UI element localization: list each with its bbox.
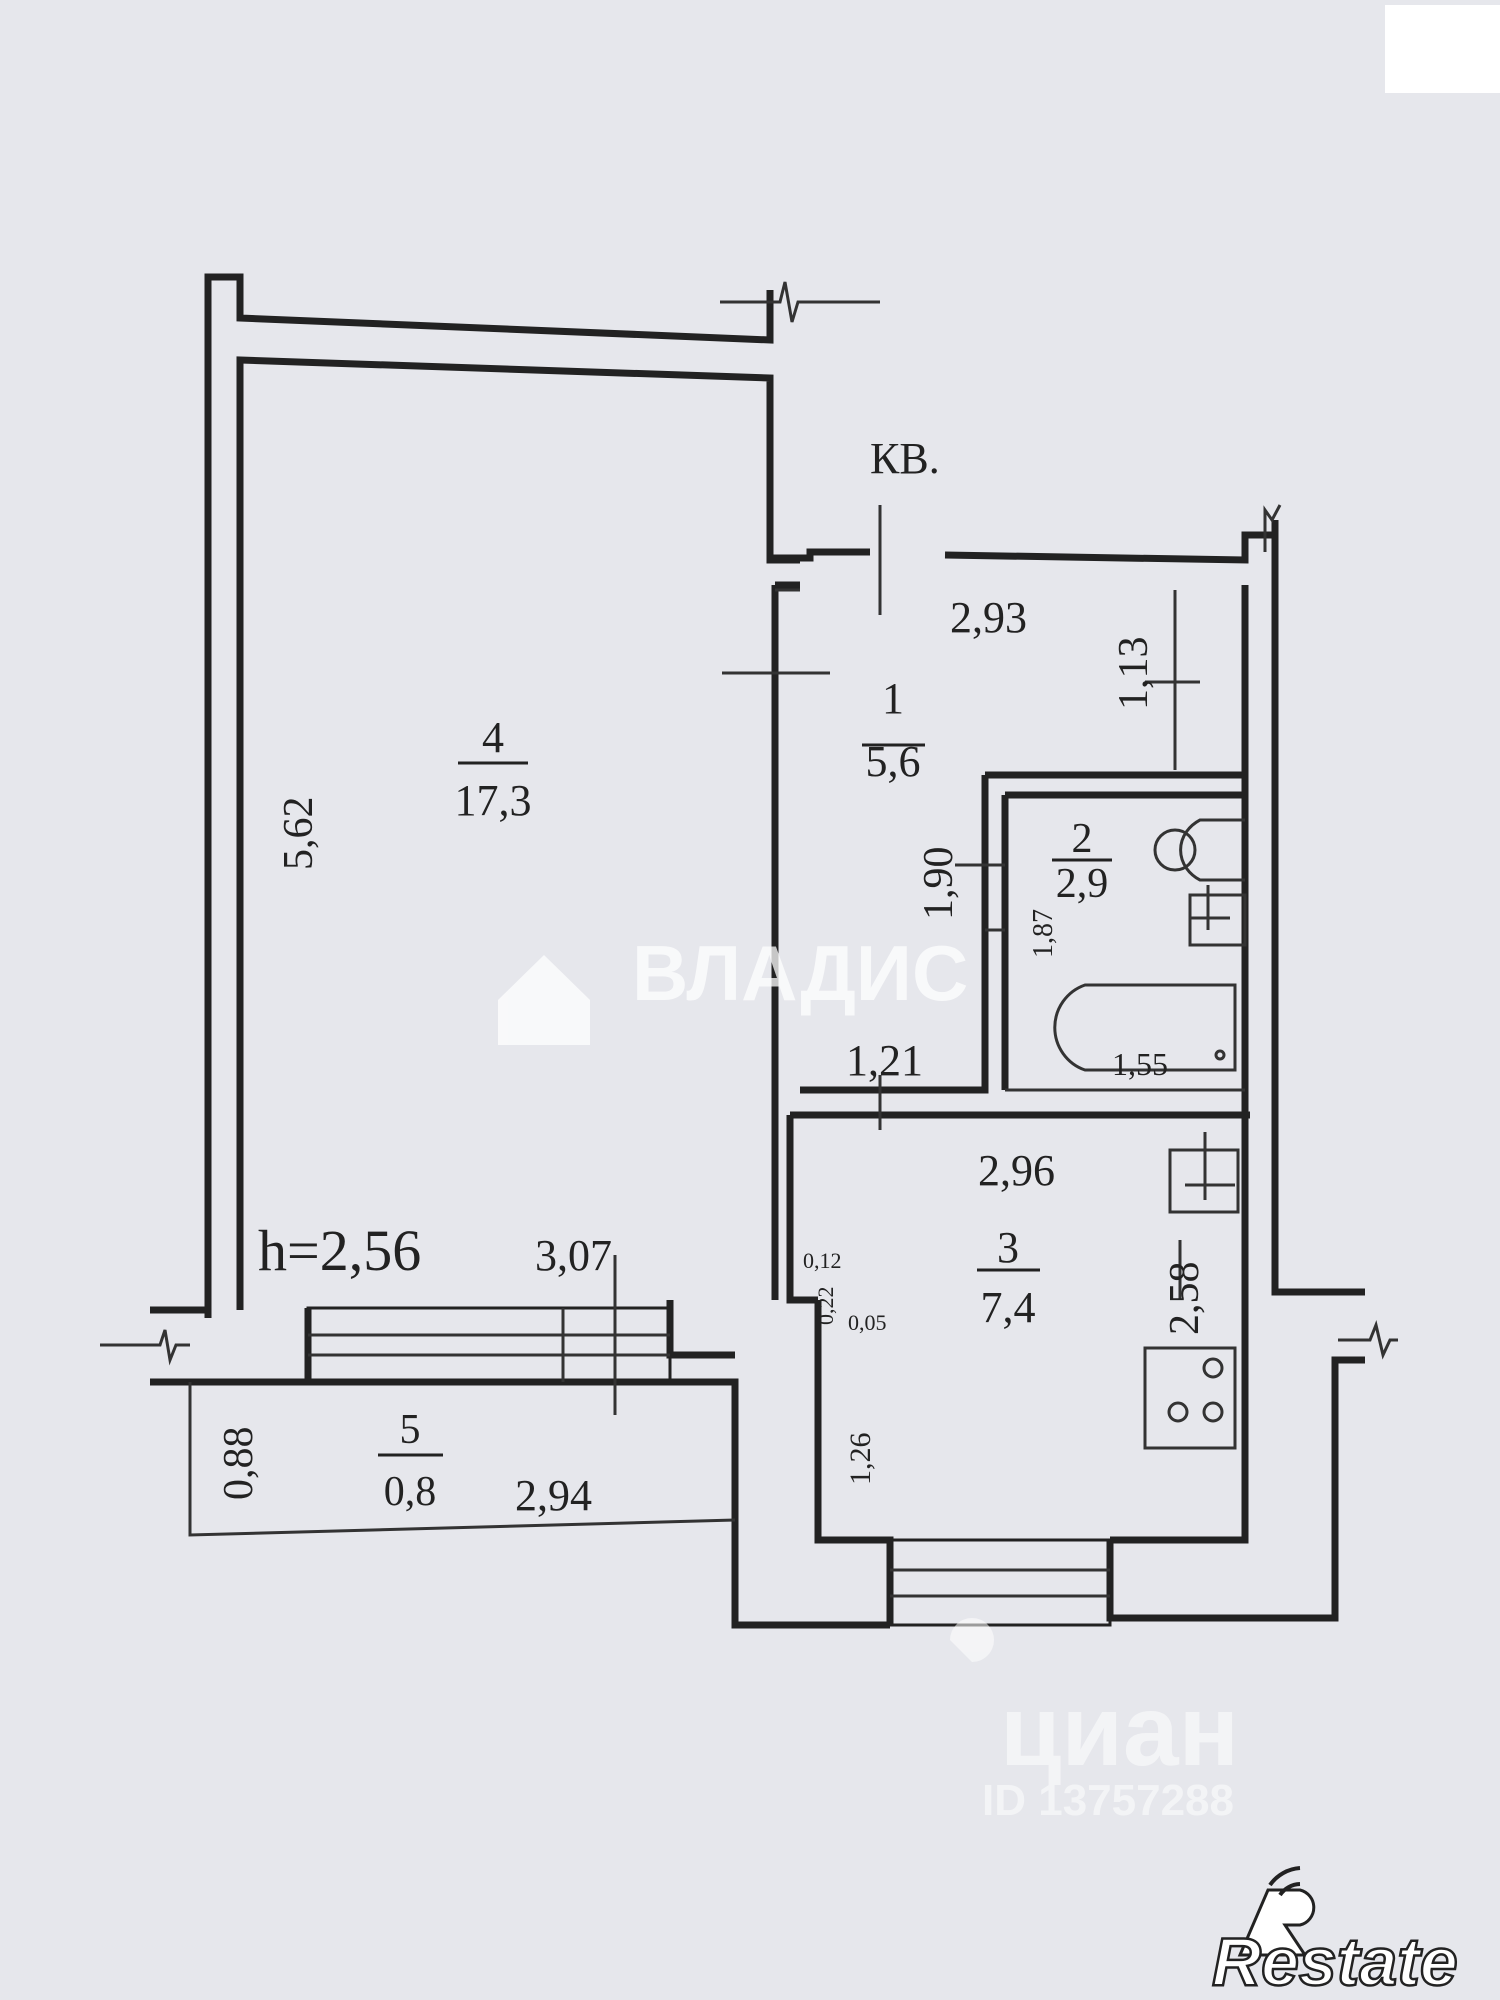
dim-bath-height: 1,87: [1028, 909, 1059, 958]
restate-logo: Restate: [1211, 1866, 1459, 2000]
stove-icon: [1143, 1346, 1237, 1450]
room-4-area: 17,3: [455, 776, 532, 825]
toilet-icon: [1179, 818, 1245, 882]
agency-watermark: ВЛАДИС: [498, 929, 968, 1045]
plan-labels: КВ. 4 17,3 1 5,6 2 2,9 3 7,4 5 0,8 h=2,5…: [216, 434, 1208, 1520]
room-4-number: 4: [482, 713, 504, 762]
portal-watermark-text: циан: [1000, 1675, 1239, 1787]
windows: [306, 588, 1112, 1627]
apartment-label: КВ.: [870, 434, 940, 483]
blank-patch: [1385, 5, 1500, 93]
fixtures: [1053, 818, 1247, 1450]
dim-hall-width: 2,93: [950, 593, 1027, 642]
ceiling-height: h=2,56: [258, 1218, 421, 1283]
location-pin-icon: [950, 1618, 994, 1662]
dim-hall-right: 1,13: [1111, 637, 1157, 711]
dim-kitchen-width: 2,96: [978, 1146, 1055, 1195]
room-2-area: 2,9: [1056, 861, 1109, 907]
room-fraction-bars: [378, 743, 1112, 1457]
dim-balcony-width: 2,94: [515, 1471, 592, 1520]
balcony-outline: [188, 1382, 736, 1537]
room-3-area: 7,4: [981, 1283, 1036, 1332]
house-icon: [498, 955, 590, 1045]
room-1-area: 5,6: [866, 737, 921, 786]
portal-watermark: циан ID 13757288: [950, 1618, 1239, 1825]
room-5-number: 5: [400, 1407, 421, 1453]
agency-watermark-text: ВЛАДИС: [632, 929, 968, 1017]
sink-icon: [1188, 893, 1247, 947]
dim-balcony-depth: 0,88: [216, 1427, 262, 1501]
dim-room4-width: 3,07: [535, 1231, 612, 1280]
dim-wall-c: 0,05: [848, 1310, 887, 1335]
bathtub-icon: [1053, 983, 1237, 1072]
room-5-area: 0,8: [384, 1469, 437, 1515]
dim-corridor-height: 1,90: [916, 847, 962, 921]
dim-room4-height: 5,62: [276, 797, 322, 871]
room-3-number: 3: [997, 1223, 1019, 1272]
dim-wall-a: 0,12: [803, 1248, 842, 1273]
dimension-lines: [100, 281, 1398, 1415]
dim-bath-tub: 1,55: [1112, 1046, 1168, 1082]
listing-id-text: ID 13757288: [982, 1776, 1234, 1825]
room-2-number: 2: [1072, 816, 1093, 862]
kitchen-sink-icon: [1168, 1148, 1240, 1214]
dim-wall-b: 0,22: [813, 1287, 838, 1326]
restate-logo-text: Restate: [1212, 1924, 1458, 2000]
dim-kitchen-side: 1,26: [844, 1433, 877, 1486]
room-1-number: 1: [882, 674, 904, 723]
dim-kitchen-height: 2,58: [1162, 1262, 1208, 1336]
signal-icon: [1268, 1866, 1301, 1887]
dim-corridor-width: 1,21: [846, 1036, 923, 1085]
